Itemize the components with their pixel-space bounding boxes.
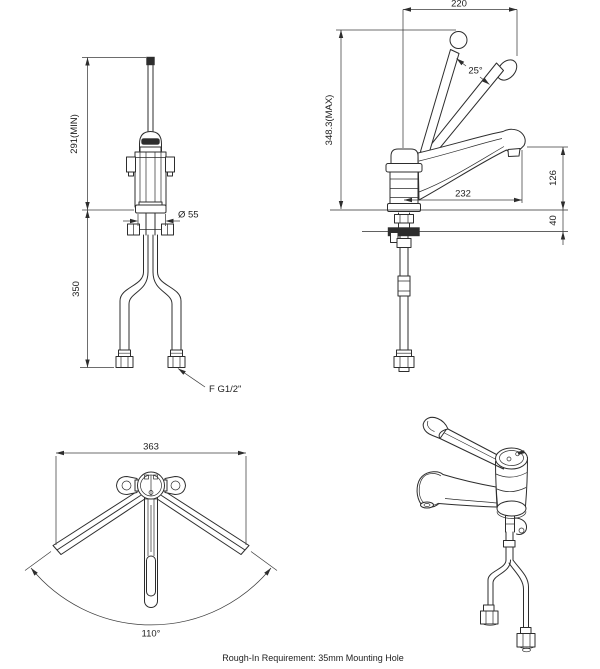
side-dimensions: 220 348.3(MAX) 25° 232 126 40 [324, 0, 568, 245]
dim-hose-length: 350 [71, 281, 82, 297]
mounting-washer [387, 227, 420, 237]
dim-deck-thickness: 40 [548, 215, 559, 226]
iso-lever-arm [439, 428, 507, 470]
iso-faucet [416, 416, 536, 653]
front-view: 291(MIN) 350 Ø 55 F G1/2" [69, 56, 241, 395]
dim-reach-top: 220 [451, 0, 467, 10]
front-faucet-outline [115, 56, 186, 368]
aerator [507, 148, 521, 157]
right-wing [164, 476, 186, 495]
spout [417, 128, 526, 201]
rough-in-note: Rough-In Requirement: 35mm Mounting Hole [222, 653, 404, 663]
left-wing [116, 476, 138, 495]
isometric-view [416, 416, 536, 653]
dim-spout-reach: 232 [455, 189, 471, 200]
dim-height-min: 291(MIN) [69, 114, 80, 154]
top-dimensions: 363 110° [55, 442, 247, 640]
front-dimensions: 291(MIN) 350 Ø 55 F G1/2" [69, 57, 241, 395]
lever-knob-tilted [496, 59, 518, 81]
side-faucet-outline [330, 31, 568, 372]
lever-tip [146, 56, 155, 66]
swivel-arc [30, 567, 272, 626]
dim-height-max: 348.3(MAX) [324, 95, 335, 146]
dim-base-diameter: Ø 55 [178, 210, 199, 221]
iso-lever-paddle [422, 416, 449, 439]
lever-knob-vertical [449, 31, 468, 49]
dim-swivel-angle: 110° [142, 629, 161, 640]
dim-swing-width: 363 [143, 442, 159, 453]
thread-label: F G1/2" [209, 384, 241, 395]
side-view: 220 348.3(MAX) 25° 232 126 40 [324, 0, 568, 372]
iso-aerator [420, 501, 434, 509]
dim-handle-angle: 25° [468, 66, 483, 77]
top-faucet-outline [116, 471, 186, 608]
dim-spout-height: 126 [548, 170, 559, 186]
top-view: 363 110° [24, 442, 278, 640]
top-swivel-range [24, 491, 278, 626]
